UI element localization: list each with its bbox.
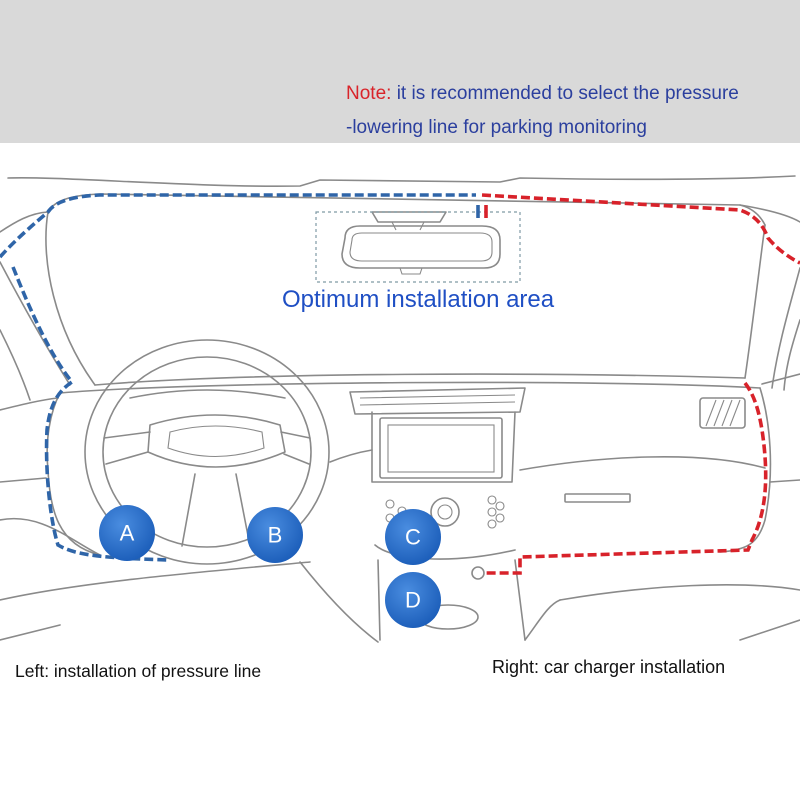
windshield-outline	[0, 175, 800, 233]
console-knob	[430, 497, 460, 527]
car-charger-route	[481, 193, 800, 575]
marker-d: D	[385, 572, 441, 628]
left-a-pillar	[0, 211, 96, 401]
rear-view-mirror	[341, 211, 501, 275]
dashboard	[0, 373, 800, 556]
right-a-pillar	[744, 224, 800, 391]
note-banner	[0, 0, 800, 143]
power-socket	[471, 566, 485, 580]
marker-c-label: C	[405, 525, 421, 550]
glovebox-handle	[564, 493, 631, 503]
marker-b-label: B	[268, 523, 283, 548]
pressure-line-route	[0, 193, 480, 562]
right-air-vent	[699, 397, 746, 429]
right-caption: Right: car charger installation	[492, 657, 726, 677]
note-text-1: it is recommended to select the pressure	[396, 83, 739, 104]
marker-d-label: D	[405, 588, 421, 613]
note-label: Note:	[346, 83, 392, 104]
marker-c: C	[385, 509, 441, 565]
marker-a-label: A	[120, 521, 135, 546]
note-line-2: -lowering line for parking monitoring	[346, 117, 647, 138]
marker-b: B	[247, 507, 303, 563]
marker-a: A	[99, 505, 155, 561]
optimum-area-box	[315, 211, 521, 283]
optimum-area-label: Optimum installation area	[282, 286, 555, 313]
note-line-1: Note: it is recommended to select the pr…	[346, 83, 739, 105]
steering-wheel	[84, 339, 330, 565]
lower-trim	[0, 517, 800, 643]
infotainment-screen	[379, 417, 503, 479]
left-caption: Left: installation of pressure line	[15, 661, 262, 681]
